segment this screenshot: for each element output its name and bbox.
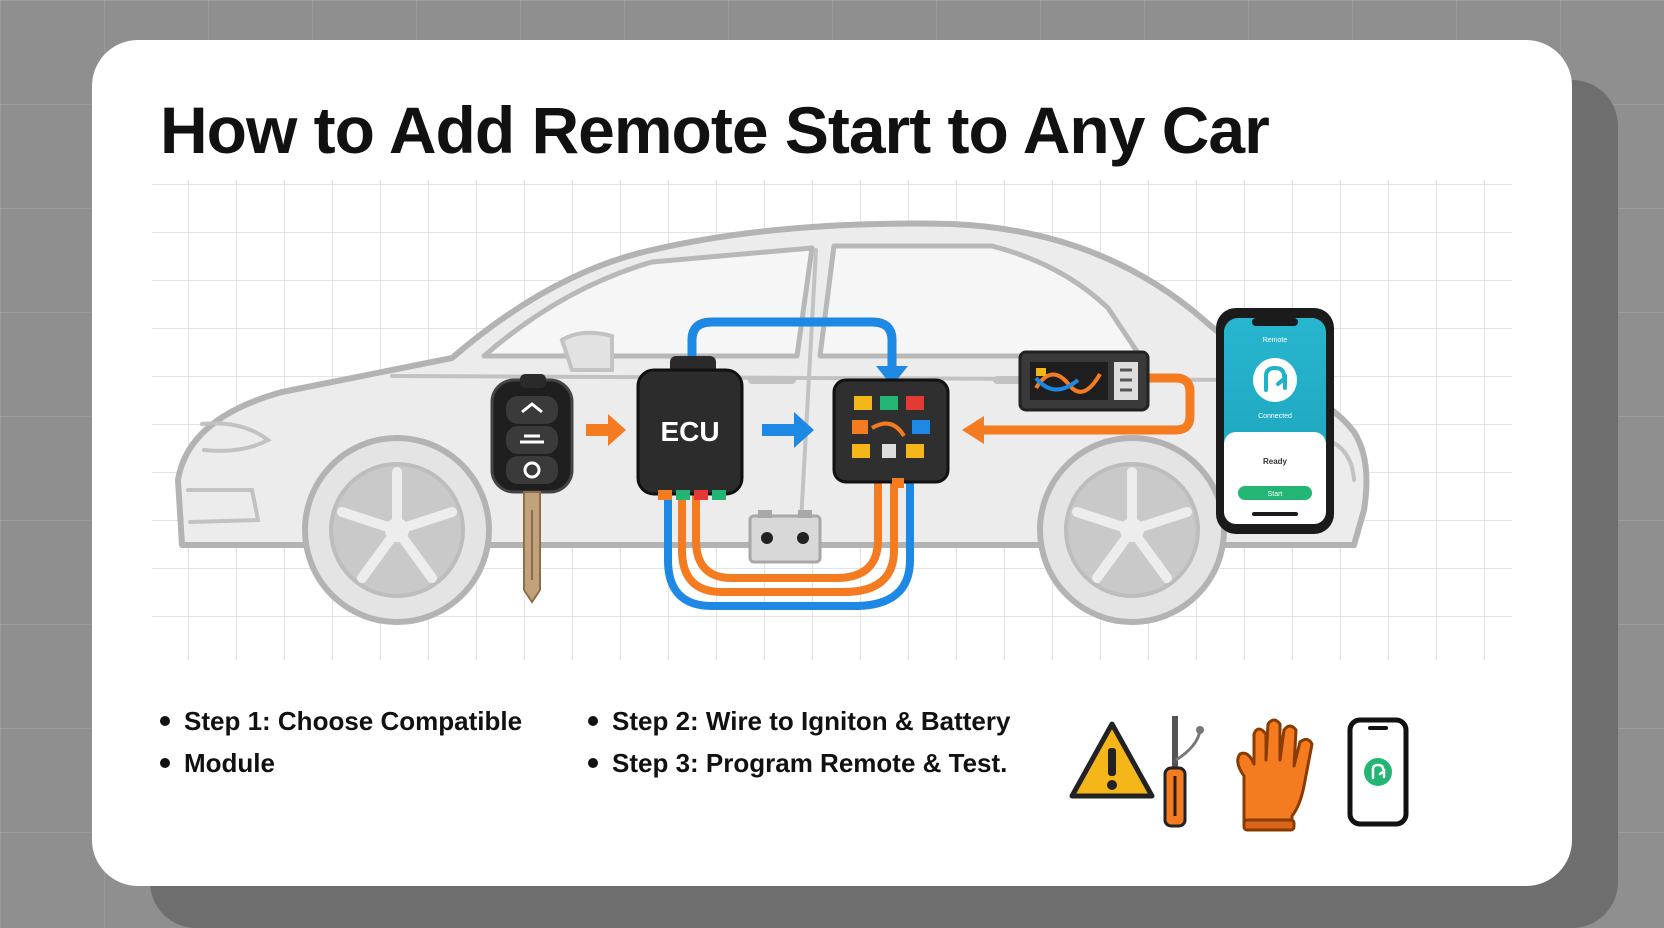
bullet: [160, 716, 170, 726]
tools-row: [1069, 716, 1409, 832]
remote-start-module: [1018, 350, 1150, 412]
app-button-label: Start: [1268, 491, 1283, 498]
blue-arrow-2: [762, 412, 814, 448]
warning-icon: [1069, 721, 1155, 799]
relay-box: [832, 378, 950, 488]
step-text: Module: [184, 747, 275, 778]
phone-app: Remote Connected Ready Start: [1216, 308, 1334, 534]
steps-column-2: Step 2: Wire to Igniton & Battery Step 3…: [588, 700, 1010, 784]
wiring-harness: [664, 476, 914, 610]
car-windows: [481, 243, 1143, 359]
battery: [748, 510, 822, 564]
app-status: Connected: [1258, 413, 1292, 420]
infographic-card: How to Add Remote Start to Any Car: [92, 40, 1572, 886]
bullet: [588, 758, 598, 768]
orange-arrow-head: [962, 416, 984, 444]
ecu-module: ECU: [636, 356, 744, 500]
bullet: [588, 716, 598, 726]
bullet: [160, 758, 170, 768]
step-text: Step 2: Wire to Igniton & Battery: [612, 705, 1011, 736]
step-item: Step 3: Program Remote & Test.: [588, 742, 1010, 784]
app-info: Ready: [1263, 457, 1288, 466]
app-header: Remote: [1263, 337, 1288, 344]
page-title: How to Add Remote Start to Any Car: [160, 93, 1270, 167]
glove-icon: [1236, 718, 1314, 832]
step-item: Module: [160, 742, 522, 784]
blue-signal-wire: [687, 317, 897, 370]
orange-arrow-1: [586, 414, 626, 446]
steps-column-1: Step 1: Choose Compatible Module: [160, 700, 522, 784]
blue-arrow-head: [876, 366, 908, 386]
app-start-icon: [1253, 358, 1297, 402]
step-text: Step 1: Choose Compatible: [184, 705, 523, 736]
ecu-label: ECU: [660, 416, 719, 447]
app-start-button: [1238, 486, 1312, 500]
orange-signal-wire: [982, 373, 1195, 435]
step-item: Step 1: Choose Compatible: [160, 700, 522, 742]
front-wheel: [302, 435, 492, 625]
key-fob: [490, 374, 574, 604]
smartphone-icon: [1347, 717, 1409, 827]
rear-wheel: [1037, 435, 1227, 625]
step-item: Step 2: Wire to Igniton & Battery: [588, 700, 1010, 742]
step-text: Step 3: Program Remote & Test.: [612, 747, 1008, 778]
screwdriver-icon: [1163, 716, 1204, 828]
wiring-diagram: ECU: [152, 180, 1512, 660]
